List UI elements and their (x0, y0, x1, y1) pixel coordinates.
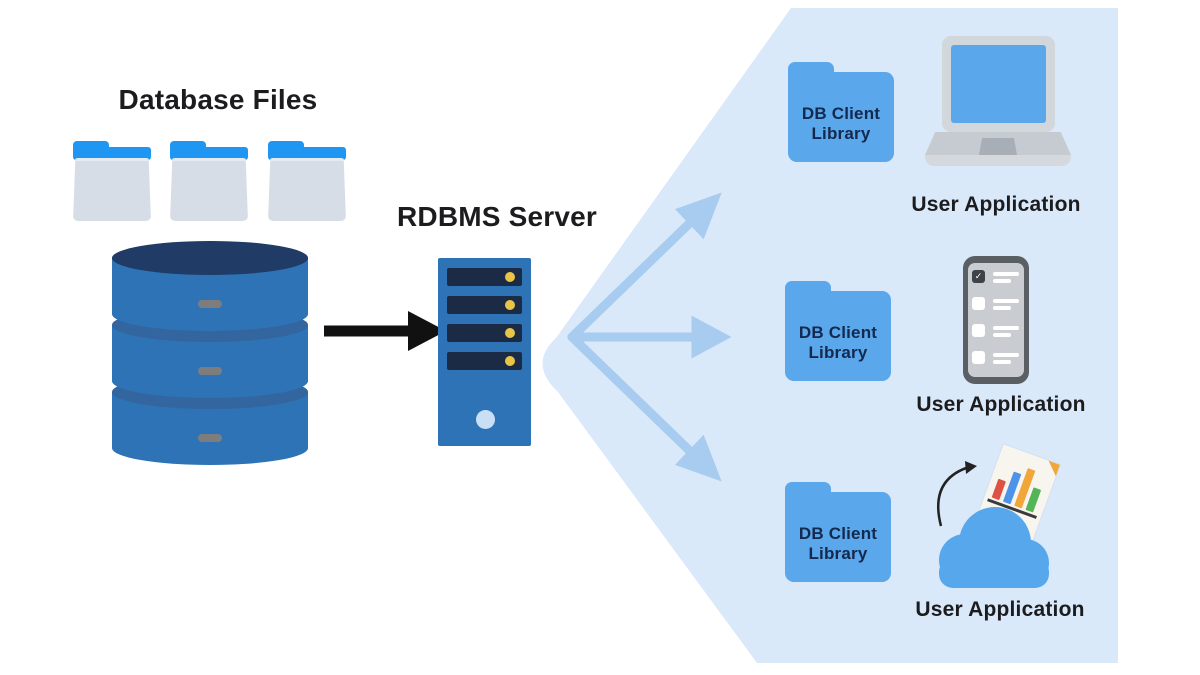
folder-label-line1: DB Client (801, 104, 881, 123)
user-application-label: User Application (911, 193, 1081, 216)
checkbox-checked-icon: ✓ (972, 270, 985, 283)
laptop-trackpad (979, 138, 1017, 155)
user-application-label: User Application (915, 598, 1085, 621)
database-top-ellipse (112, 241, 308, 275)
list-line (993, 333, 1011, 337)
folder-body: DB Client Library (785, 291, 891, 381)
fan-arrow-top-icon (567, 214, 699, 342)
fan-arrowhead-middle (691, 315, 732, 359)
list-line (993, 272, 1019, 276)
power-button-icon (476, 410, 495, 429)
cloud-icon (937, 461, 1049, 588)
cloud-application-icon (925, 444, 1060, 596)
checklist-row (972, 297, 1019, 311)
checklist-row: ✓ (972, 270, 1019, 284)
list-line (993, 279, 1011, 283)
checkbox-icon (972, 324, 985, 337)
indicator-light (505, 356, 515, 366)
arrow-right-icon (324, 311, 446, 351)
db-client-library-folder-icon: DB Client Library (788, 62, 894, 162)
laptop-base (925, 155, 1071, 166)
server-slot (447, 268, 522, 286)
fan-arrow-bottom-icon (567, 332, 699, 460)
laptop-icon (925, 28, 1071, 168)
folder-body (268, 158, 346, 221)
fan-arrowhead-top (674, 192, 722, 240)
list-line (993, 299, 1019, 303)
database-file-folder-icon (73, 141, 151, 221)
indicator-light (505, 300, 515, 310)
list-line (993, 306, 1011, 310)
folder-label-line1: DB Client (798, 323, 878, 342)
phone-notch (986, 256, 1006, 261)
laptop-screen (951, 45, 1046, 123)
database-icon (112, 241, 308, 465)
list-line (993, 360, 1011, 364)
folder-label-line1: DB Client (798, 524, 878, 543)
database-file-folder-icon (268, 141, 346, 221)
checkbox-icon (972, 351, 985, 364)
user-application-label: User Application (916, 393, 1086, 416)
folder-body (73, 158, 151, 221)
folder-body: DB Client Library (785, 492, 891, 582)
checkbox-icon (972, 297, 985, 310)
folder-body: DB Client Library (788, 72, 894, 162)
list-line (993, 353, 1019, 357)
folder-label-line2: Library (811, 124, 871, 143)
database-file-folder-icon (170, 141, 248, 221)
folder-tab-bar (170, 147, 248, 160)
db-client-library-folder-icon: DB Client Library (785, 482, 891, 582)
folder-label-line2: Library (808, 544, 868, 563)
curved-arrow-icon (937, 461, 977, 527)
folder-label-line2: Library (808, 343, 868, 362)
folder-body (170, 158, 248, 221)
checklist-row (972, 324, 1019, 338)
db-client-library-folder-icon: DB Client Library (785, 281, 891, 381)
database-files-title: Database Files (118, 84, 318, 115)
folder-tab-bar (73, 147, 151, 160)
server-icon (438, 258, 531, 446)
phone-icon: ✓ (963, 256, 1029, 384)
indicator-light (505, 272, 515, 282)
folder-tab-bar (268, 147, 346, 160)
list-line (993, 326, 1019, 330)
fan-arrows (567, 192, 732, 482)
server-slot (447, 296, 522, 314)
server-slot (447, 352, 522, 370)
checklist-row (972, 351, 1019, 365)
fan-arrowhead-bottom (674, 434, 722, 482)
server-slot (447, 324, 522, 342)
indicator-light (505, 328, 515, 338)
rdbms-server-title: RDBMS Server (396, 201, 598, 232)
